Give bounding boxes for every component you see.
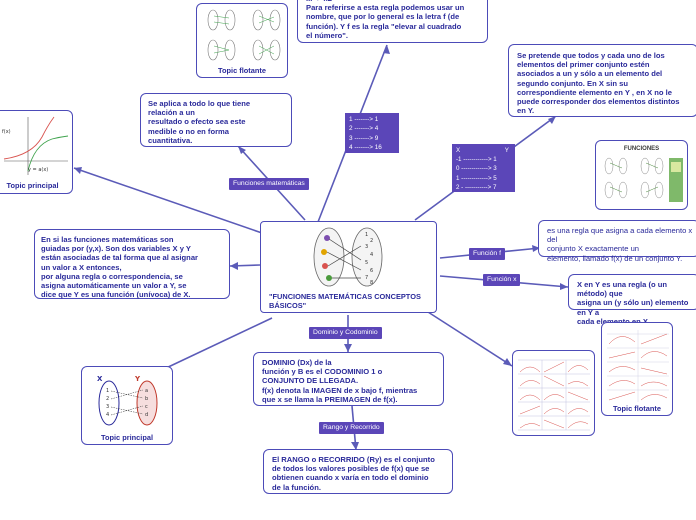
node-en-si[interactable]: En si las funciones matemáticas son guia…	[34, 229, 230, 299]
node-x-en-y-text: X en Y es una regla (o un método) que as…	[577, 280, 696, 326]
svg-text:b: b	[145, 396, 148, 402]
arrow-en-si	[230, 262, 238, 270]
node-relacion-text: Se pretende que todos y cada uno de los …	[517, 51, 679, 115]
arrow-left-graph	[74, 167, 82, 174]
arrow-dominio	[344, 344, 352, 352]
graph-f-label: f(x)	[2, 129, 11, 135]
topic-principal-lower-caption: Topic principal	[82, 433, 172, 442]
node-se-aplica-text: Se aplica a todo lo que tiene relación a…	[148, 99, 250, 145]
node-regla-f[interactable]: ... -> x2 Para referirse a esta regla po…	[297, 0, 488, 43]
svg-text:a: a	[145, 388, 148, 394]
label-funcion-x[interactable]: Función x	[483, 274, 520, 286]
funciones-poster[interactable]: FUNCIONES	[595, 140, 688, 210]
graph-y-label: y = a(x)	[28, 167, 48, 173]
node-es-una-regla-text: es una regla que asigna a cada elemento …	[547, 226, 696, 263]
functions-sheet-image	[605, 326, 671, 404]
svg-text:6: 6	[370, 268, 373, 274]
topic-flotante-right[interactable]: Topic flotante	[601, 322, 673, 416]
node-dominio-text: DOMINIO (Dx) de la función y B es el COD…	[262, 358, 417, 404]
node-relacion[interactable]: Se pretende que todos y cada uno de los …	[508, 44, 696, 117]
svg-text:4: 4	[106, 412, 109, 418]
node-se-aplica[interactable]: Se aplica a todo lo que tiene relación a…	[140, 93, 292, 147]
node-rango-text: El RANGO o RECORRIDO (Ry) es el conjunto…	[272, 455, 435, 492]
funciones-poster-graphic	[597, 154, 687, 209]
exponential-graph-image: f(x) y = a(x)	[0, 115, 70, 179]
central-topic-title: "FUNCIONES MATEMÁTICAS CONCEPTOS BÁSICOS…	[269, 292, 434, 310]
topic-principal-left[interactable]: f(x) y = a(x) Topic principal	[0, 110, 73, 194]
label-dominio-codominio[interactable]: Dominio y Codominio	[309, 327, 382, 339]
square-mapping-node[interactable]: 1 -------> 1 2 -------> 4 3 -------> 9 4…	[345, 113, 399, 153]
svg-text:8: 8	[370, 280, 373, 286]
xy-mapping-node[interactable]: X Y -1 ------------> 1 0 -------------> …	[452, 144, 515, 192]
topic-flotante-top-caption: Topic flotante	[197, 66, 287, 75]
svg-text:d: d	[145, 412, 148, 418]
svg-text:2: 2	[370, 238, 373, 244]
node-x-en-y[interactable]: X en Y es una regla (o un método) que as…	[568, 274, 696, 310]
svg-text:1: 1	[365, 232, 368, 238]
label-funciones-matematicas[interactable]: Funciones matemáticas	[229, 178, 309, 190]
svg-text:3: 3	[106, 404, 109, 410]
svg-text:c: c	[145, 404, 148, 410]
svg-text:2: 2	[106, 396, 109, 402]
topic-flotante-top[interactable]: Topic flotante	[196, 3, 288, 78]
sets-y-label: Y	[134, 375, 141, 383]
svg-text:5: 5	[365, 260, 368, 266]
node-regla-f-text: ... -> x2 Para referirse a esta regla po…	[306, 0, 464, 40]
svg-text:7: 7	[365, 275, 368, 281]
label-rango-recorrido[interactable]: Rango y Recorrido	[319, 422, 384, 434]
graphs-grid-graphic	[514, 354, 594, 434]
node-dominio[interactable]: DOMINIO (Dx) de la función y B es el COD…	[253, 352, 444, 406]
topic-principal-left-caption: Topic principal	[0, 181, 72, 190]
node-en-si-text: En si las funciones matemáticas son guia…	[41, 235, 198, 299]
svg-text:4: 4	[370, 252, 373, 258]
central-mapping-image: 123 456 78	[309, 226, 389, 288]
arrow-right-image	[503, 358, 512, 366]
topic-flotante-right-caption: Topic flotante	[602, 404, 672, 413]
arrow-relacion	[548, 116, 556, 124]
graphs-grid-image[interactable]	[512, 350, 595, 436]
arrow-top-cut	[383, 45, 390, 54]
sets-x-label: X	[97, 375, 103, 383]
svg-text:1: 1	[106, 388, 109, 394]
node-es-una-regla[interactable]: es una regla que asigna a cada elemento …	[538, 220, 696, 257]
label-funcion-f[interactable]: Función f	[469, 248, 505, 260]
svg-text:3: 3	[365, 244, 368, 250]
arrow-funcion-x	[560, 283, 568, 290]
venn-diagrams-image	[198, 6, 287, 66]
funciones-poster-title: FUNCIONES	[596, 146, 687, 152]
node-rango[interactable]: El RANGO o RECORRIDO (Ry) es el conjunto…	[263, 449, 453, 494]
